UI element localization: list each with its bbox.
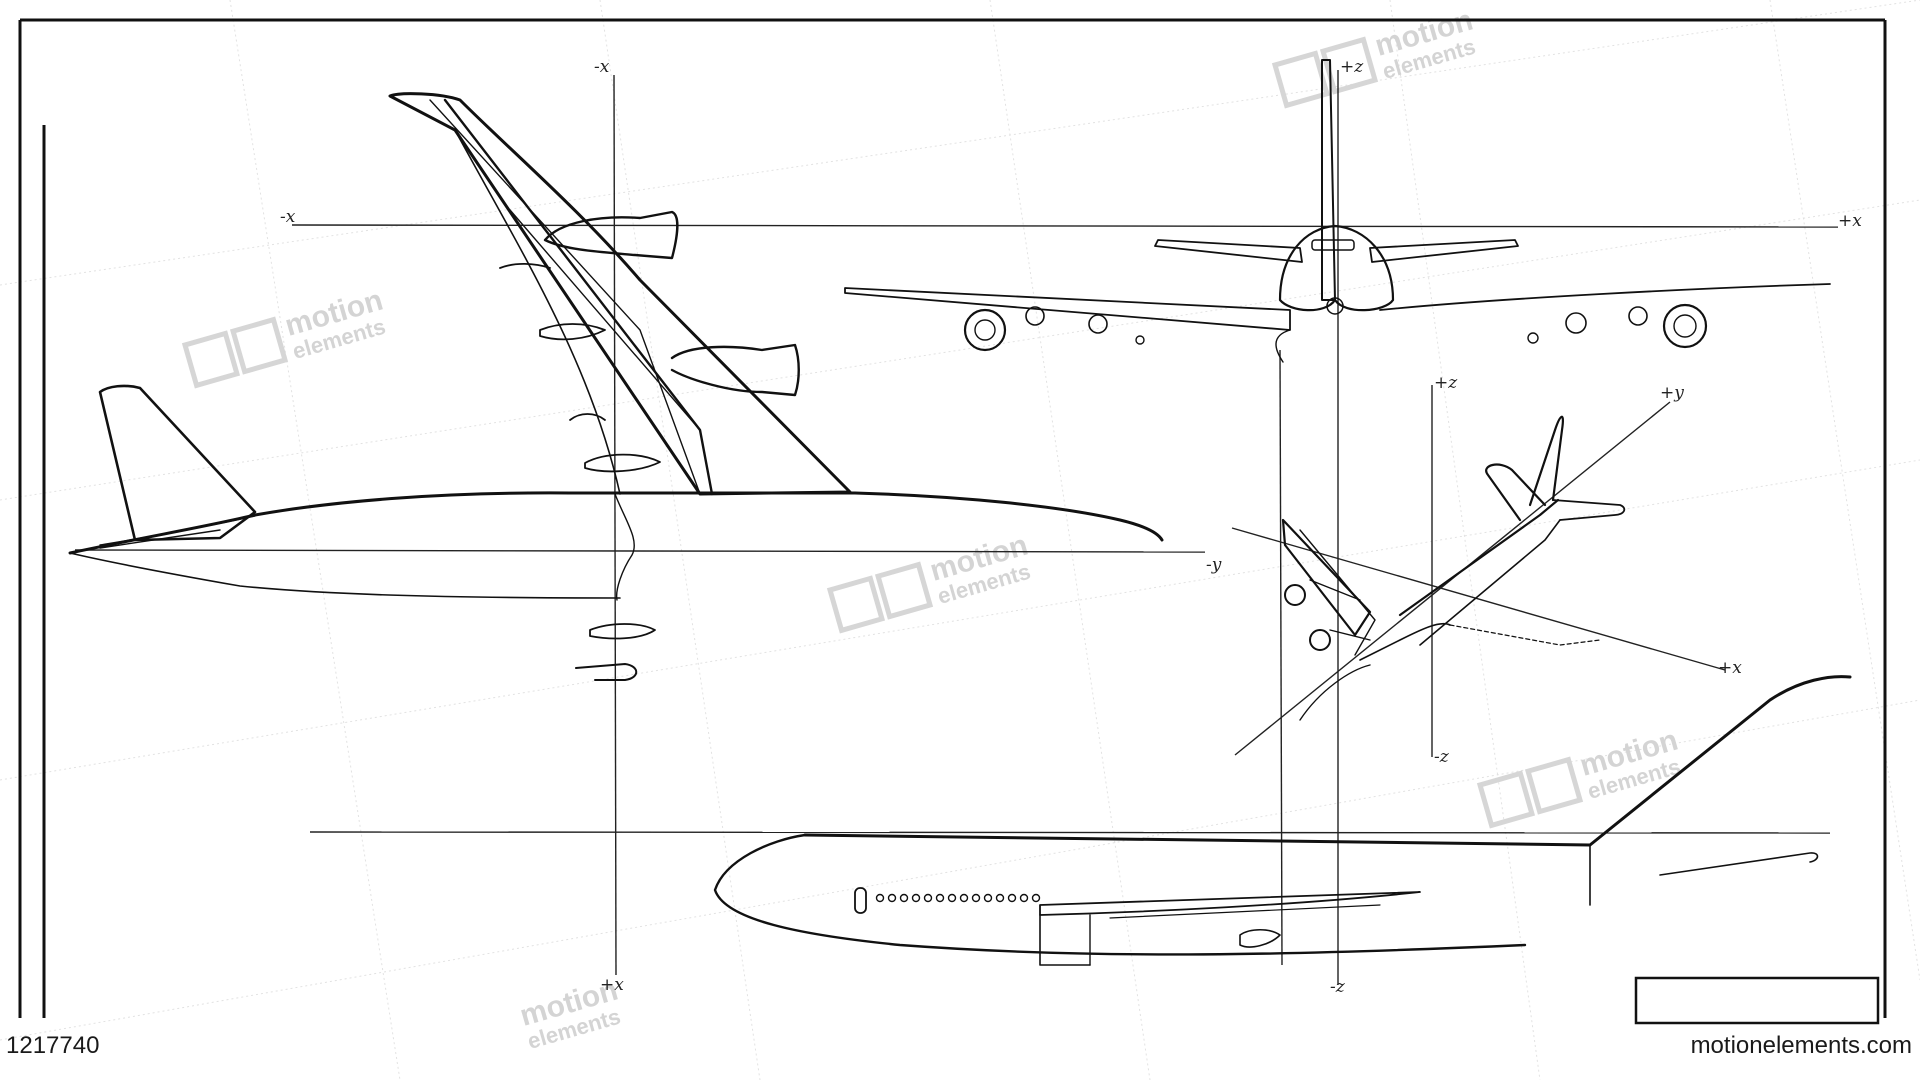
drawing-frame <box>18 18 1887 1025</box>
watermark-logo: motion elements <box>181 284 388 389</box>
axis-label-small-pos-x: +x <box>1718 658 1742 678</box>
tail-fin <box>98 384 257 542</box>
axis-label-pos-x-bottom: +x <box>600 975 624 995</box>
axis-label-pos-x: +x <box>1838 211 1862 231</box>
tail-fin-perspective <box>1485 463 1547 522</box>
vertical-axis-line <box>613 74 617 976</box>
engine-right-outer <box>1662 303 1708 349</box>
guide-line <box>1279 349 1283 966</box>
fuselage-front <box>1278 224 1395 312</box>
small-x-axis <box>1231 527 1726 671</box>
wing-perspective <box>1281 518 1372 637</box>
front-view-airplane <box>844 59 1831 363</box>
passenger-windows <box>875 893 1041 903</box>
axis-label-pos-y: +y <box>1660 383 1684 403</box>
axis-label-neg-x-top: -x <box>594 57 610 77</box>
wing-root-bottom <box>1039 891 1421 916</box>
left-wing-front <box>844 287 1291 331</box>
y-axis-line <box>74 549 1206 553</box>
watermark-logo: motion elements <box>826 529 1033 634</box>
engine-nacelle <box>543 210 679 260</box>
axis-label-neg-x: -x <box>280 207 296 227</box>
watermark-logo: motion elements <box>1476 724 1683 829</box>
axis-label-neg-y: -y <box>1206 555 1222 575</box>
bottom-fuselage-view <box>713 675 1852 966</box>
axis-label-pos-z: +z <box>1340 57 1364 77</box>
axis-label-small-z-bottom: -z <box>1434 747 1450 767</box>
engine-left-outer <box>963 308 1007 352</box>
perspective-airplane <box>1281 415 1626 721</box>
ground-line <box>309 831 1831 834</box>
axis-labels: -x -x +x +x +z -z -y +y +x +z -z <box>280 57 1862 997</box>
axis-label-small-z-top: +z <box>1434 373 1458 393</box>
axis-label-neg-z: -z <box>1330 977 1346 997</box>
tail-section <box>803 675 1852 847</box>
engine-nacelle <box>670 343 800 397</box>
fuselage-bottom <box>713 833 1527 956</box>
side-view-airplane <box>68 92 1164 681</box>
x-axis-line <box>291 224 1839 228</box>
stock-id-text: 1217740 <box>6 1032 100 1059</box>
axis-lines <box>74 70 1839 985</box>
site-url-text: motionelements.com <box>1690 1032 1912 1059</box>
right-wing-front <box>1379 283 1831 311</box>
swept-wing <box>388 92 852 496</box>
